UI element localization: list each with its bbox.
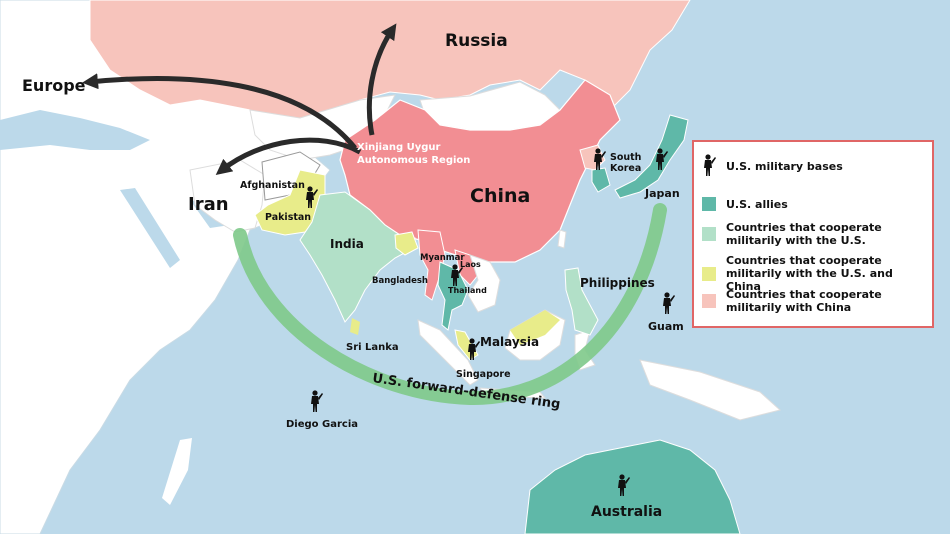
india-label: India (330, 237, 364, 251)
pakistan (254, 169, 326, 236)
diego-garcia-label: Diego Garcia (286, 419, 358, 430)
arrow-to-russia (366, 23, 397, 136)
bangladesh (394, 231, 419, 256)
legend-swatch-us-allies (702, 197, 716, 211)
mediterranean (0, 110, 150, 150)
legend-item-both-coop: Countries that cooperate militarily with… (702, 254, 928, 293)
sumatra (417, 319, 479, 386)
xinjiang-label-line2: Autonomous Region (357, 155, 470, 166)
vietnam (467, 254, 501, 313)
legend-label-us-coop: Countries that cooperate militarily with… (726, 221, 882, 247)
singapore-label: Singapore (456, 369, 511, 380)
pakistan-label: Pakistan (265, 212, 311, 223)
south-korea-label-line2: Korea (610, 163, 641, 174)
south-korea (591, 167, 611, 193)
china-label: China (470, 185, 530, 207)
europe-label: Europe (22, 76, 86, 95)
guam-label: Guam (648, 320, 684, 333)
thailand (437, 261, 469, 331)
philippines (564, 267, 599, 336)
xinjiang-label-line1: Xinjiang Uygur (357, 142, 441, 153)
taiwan (557, 229, 567, 249)
legend-item-china-coop: Countries that cooperate militarily with… (702, 288, 928, 314)
red-sea (120, 188, 180, 268)
japan-label: Japan (644, 187, 680, 200)
legend-swatch-china-coop (702, 294, 716, 308)
legend-item-military-bases: U.S. military bases (702, 154, 843, 178)
australia (524, 439, 741, 534)
thailand-label: Thailand (448, 286, 487, 295)
afghanistan-label: Afghanistan (240, 180, 305, 191)
legend-swatch-both-coop (702, 266, 716, 281)
legend-label-us-allies: U.S. allies (726, 197, 788, 211)
legend-label-military-bases: U.S. military bases (726, 159, 843, 173)
myanmar (417, 229, 446, 301)
japan (614, 114, 689, 199)
iran (189, 159, 266, 233)
legend-swatch-us-coop (702, 227, 716, 241)
sri-lanka (350, 318, 360, 335)
legend-label-china-coop: Countries that cooperate militarily with… (726, 288, 882, 314)
malaysia-borneo (510, 310, 560, 345)
south-korea-label-line1: South (610, 152, 642, 163)
bangladesh-label: Bangladesh (372, 276, 428, 286)
iran-label: Iran (188, 194, 229, 215)
myanmar-label: Myanmar (420, 253, 465, 263)
philippines-label: Philippines (580, 276, 655, 290)
legend-label-both-coop: Countries that cooperate militarily with… (726, 254, 893, 293)
malaysia-label: Malaysia (480, 335, 539, 349)
madagascar (162, 438, 192, 505)
legend-item-us-allies: U.S. allies (702, 197, 788, 211)
soldier-icon (704, 154, 716, 176)
new-guinea (639, 359, 782, 421)
sri-lanka-label: Sri Lanka (346, 342, 399, 353)
russia-label: Russia (445, 31, 508, 51)
australia-label: Australia (591, 504, 662, 520)
arrow-to-europe (82, 73, 357, 150)
legend-item-us-coop: Countries that cooperate militarily with… (702, 221, 928, 247)
forward-defense-ring (233, 203, 667, 406)
arrow-to-iran (215, 137, 362, 175)
india (299, 191, 416, 323)
laos-label: Laos (460, 260, 481, 269)
map-legend: U.S. military bases U.S. allies Countrie… (692, 140, 934, 328)
